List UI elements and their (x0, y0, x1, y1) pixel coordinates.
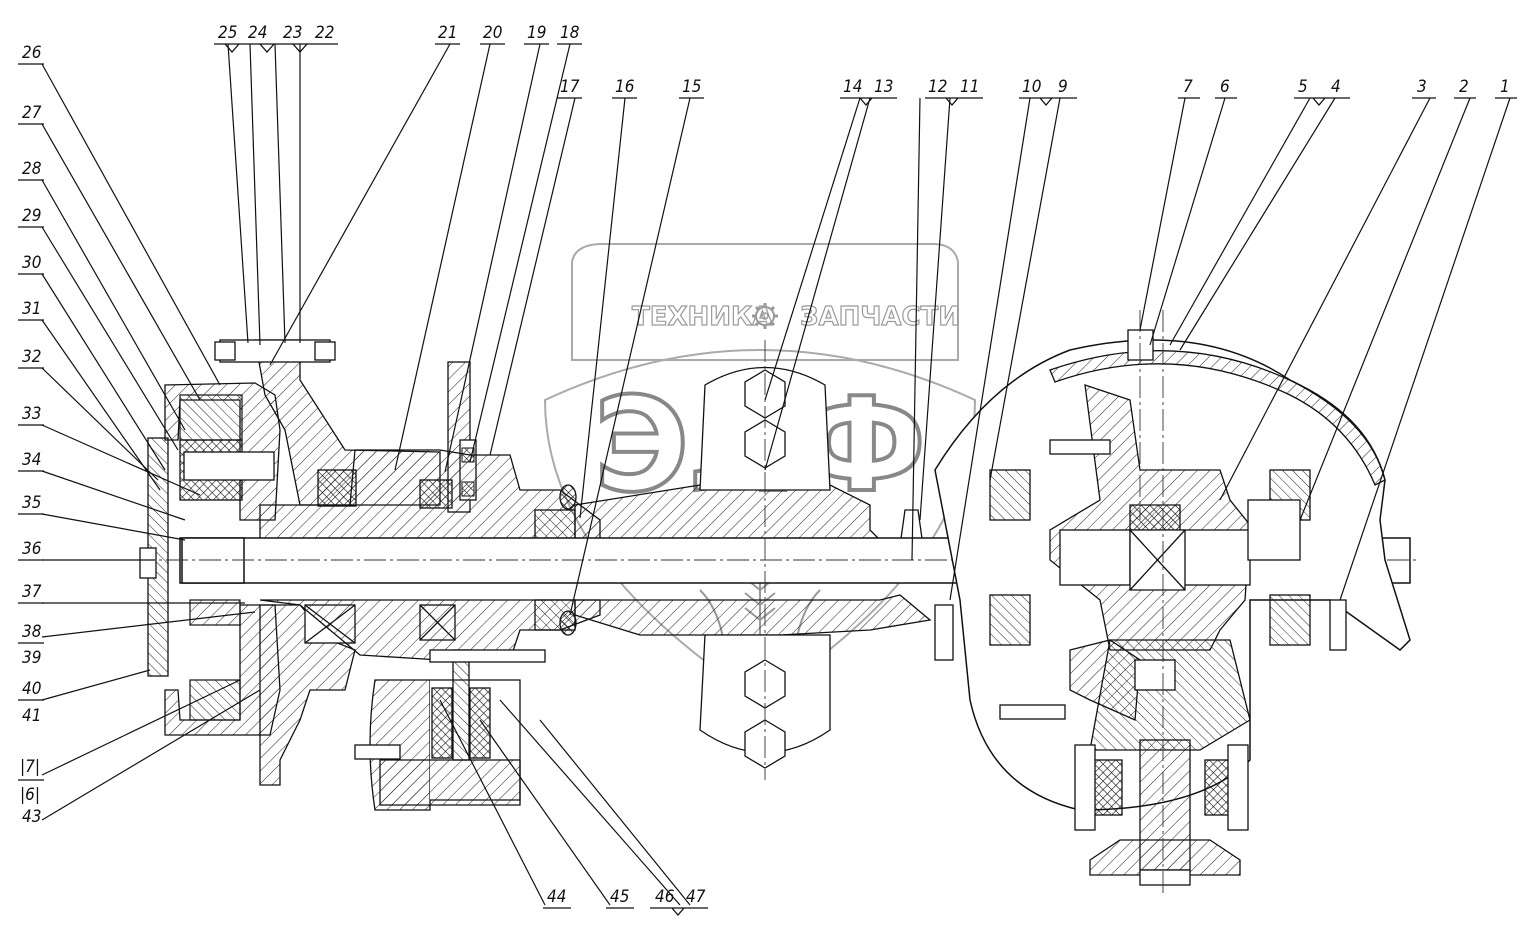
callout-12: 12 (928, 77, 947, 97)
callout-45: 45 (610, 887, 629, 907)
callout-38: 38 (22, 622, 42, 642)
callout-11: 11 (960, 77, 979, 97)
watermark-brand-left: ТЕХНИКА (632, 302, 772, 332)
callout-17: 17 (560, 77, 580, 97)
o-ring-lower (559, 610, 577, 636)
input-flange (1089, 839, 1241, 876)
callout-7: 7 (1183, 77, 1193, 97)
axle-tube (574, 366, 932, 769)
callout-6-boxed: |6| (20, 785, 40, 805)
leader-lines (41, 43, 1511, 906)
callout-30: 30 (22, 253, 41, 273)
callout-29: 29 (22, 206, 41, 226)
callout-19: 19 (527, 23, 546, 43)
callout-25: 25 (218, 23, 237, 43)
breather (1127, 329, 1154, 361)
callout-2: 2 (1459, 77, 1469, 97)
callout-46: 46 (655, 887, 675, 907)
pinion-gear (1089, 639, 1251, 751)
callout-22: 22 (315, 23, 334, 43)
callout-28: 28 (22, 159, 42, 179)
watermark-shield-frame (571, 243, 959, 361)
callout-18: 18 (560, 23, 580, 43)
callout-32: 32 (22, 347, 41, 367)
pinion-gear-top (1129, 504, 1181, 531)
callout-23: 23 (283, 23, 302, 43)
callout-37: 37 (22, 582, 42, 602)
callout-26: 26 (22, 43, 42, 63)
callout-9: 9 (1058, 77, 1068, 97)
callout-40: 40 (22, 679, 41, 699)
gear-icon (752, 303, 778, 329)
callout-44: 44 (547, 887, 566, 907)
callout-21: 21 (438, 23, 457, 43)
callout-39: 39 (22, 648, 41, 668)
callout-1: 1 (1500, 77, 1510, 97)
brake-lining-left (431, 687, 453, 759)
differential-assembly (934, 310, 1411, 895)
callout-10: 10 (1022, 77, 1041, 97)
callouts-top: 25 24 23 22 21 20 19 18 17 16 15 14 13 1… (214, 23, 1517, 106)
callout-43: 43 (22, 807, 41, 827)
o-ring-upper (559, 484, 577, 510)
axle-beam-lower (574, 594, 932, 636)
wheel-stud (219, 339, 331, 363)
watermark-brand-right: ЗАПЧАСТИ (800, 302, 960, 332)
callout-47: 47 (686, 887, 706, 907)
hub-bearing-outer (317, 469, 357, 507)
callout-3: 3 (1417, 77, 1427, 97)
callout-15: 15 (682, 77, 701, 97)
callout-20: 20 (483, 23, 502, 43)
callout-27: 27 (22, 103, 42, 123)
callout-24: 24 (248, 23, 267, 43)
callout-6: 6 (1220, 77, 1230, 97)
callout-41: 41 (22, 706, 41, 726)
callout-31: 31 (22, 299, 41, 319)
callout-7-boxed: |7| (20, 757, 40, 777)
callout-14: 14 (843, 77, 862, 97)
callout-5: 5 (1298, 77, 1308, 97)
callout-33: 33 (22, 404, 41, 424)
callouts-left: 26 27 28 29 30 31 32 33 34 35 36 37 38 3… (18, 43, 44, 827)
callouts-bottom: 44 45 46 47 (543, 887, 708, 916)
brake-lining-right (469, 687, 491, 759)
planet-gear-lower (189, 599, 241, 626)
callout-36: 36 (22, 539, 42, 559)
wheel-hub-assembly (139, 339, 601, 811)
callout-34: 34 (22, 450, 41, 470)
hub-housing-lower (164, 604, 281, 736)
callout-13: 13 (874, 77, 893, 97)
callout-35: 35 (22, 493, 41, 513)
callout-16: 16 (615, 77, 635, 97)
callout-4: 4 (1331, 77, 1341, 97)
